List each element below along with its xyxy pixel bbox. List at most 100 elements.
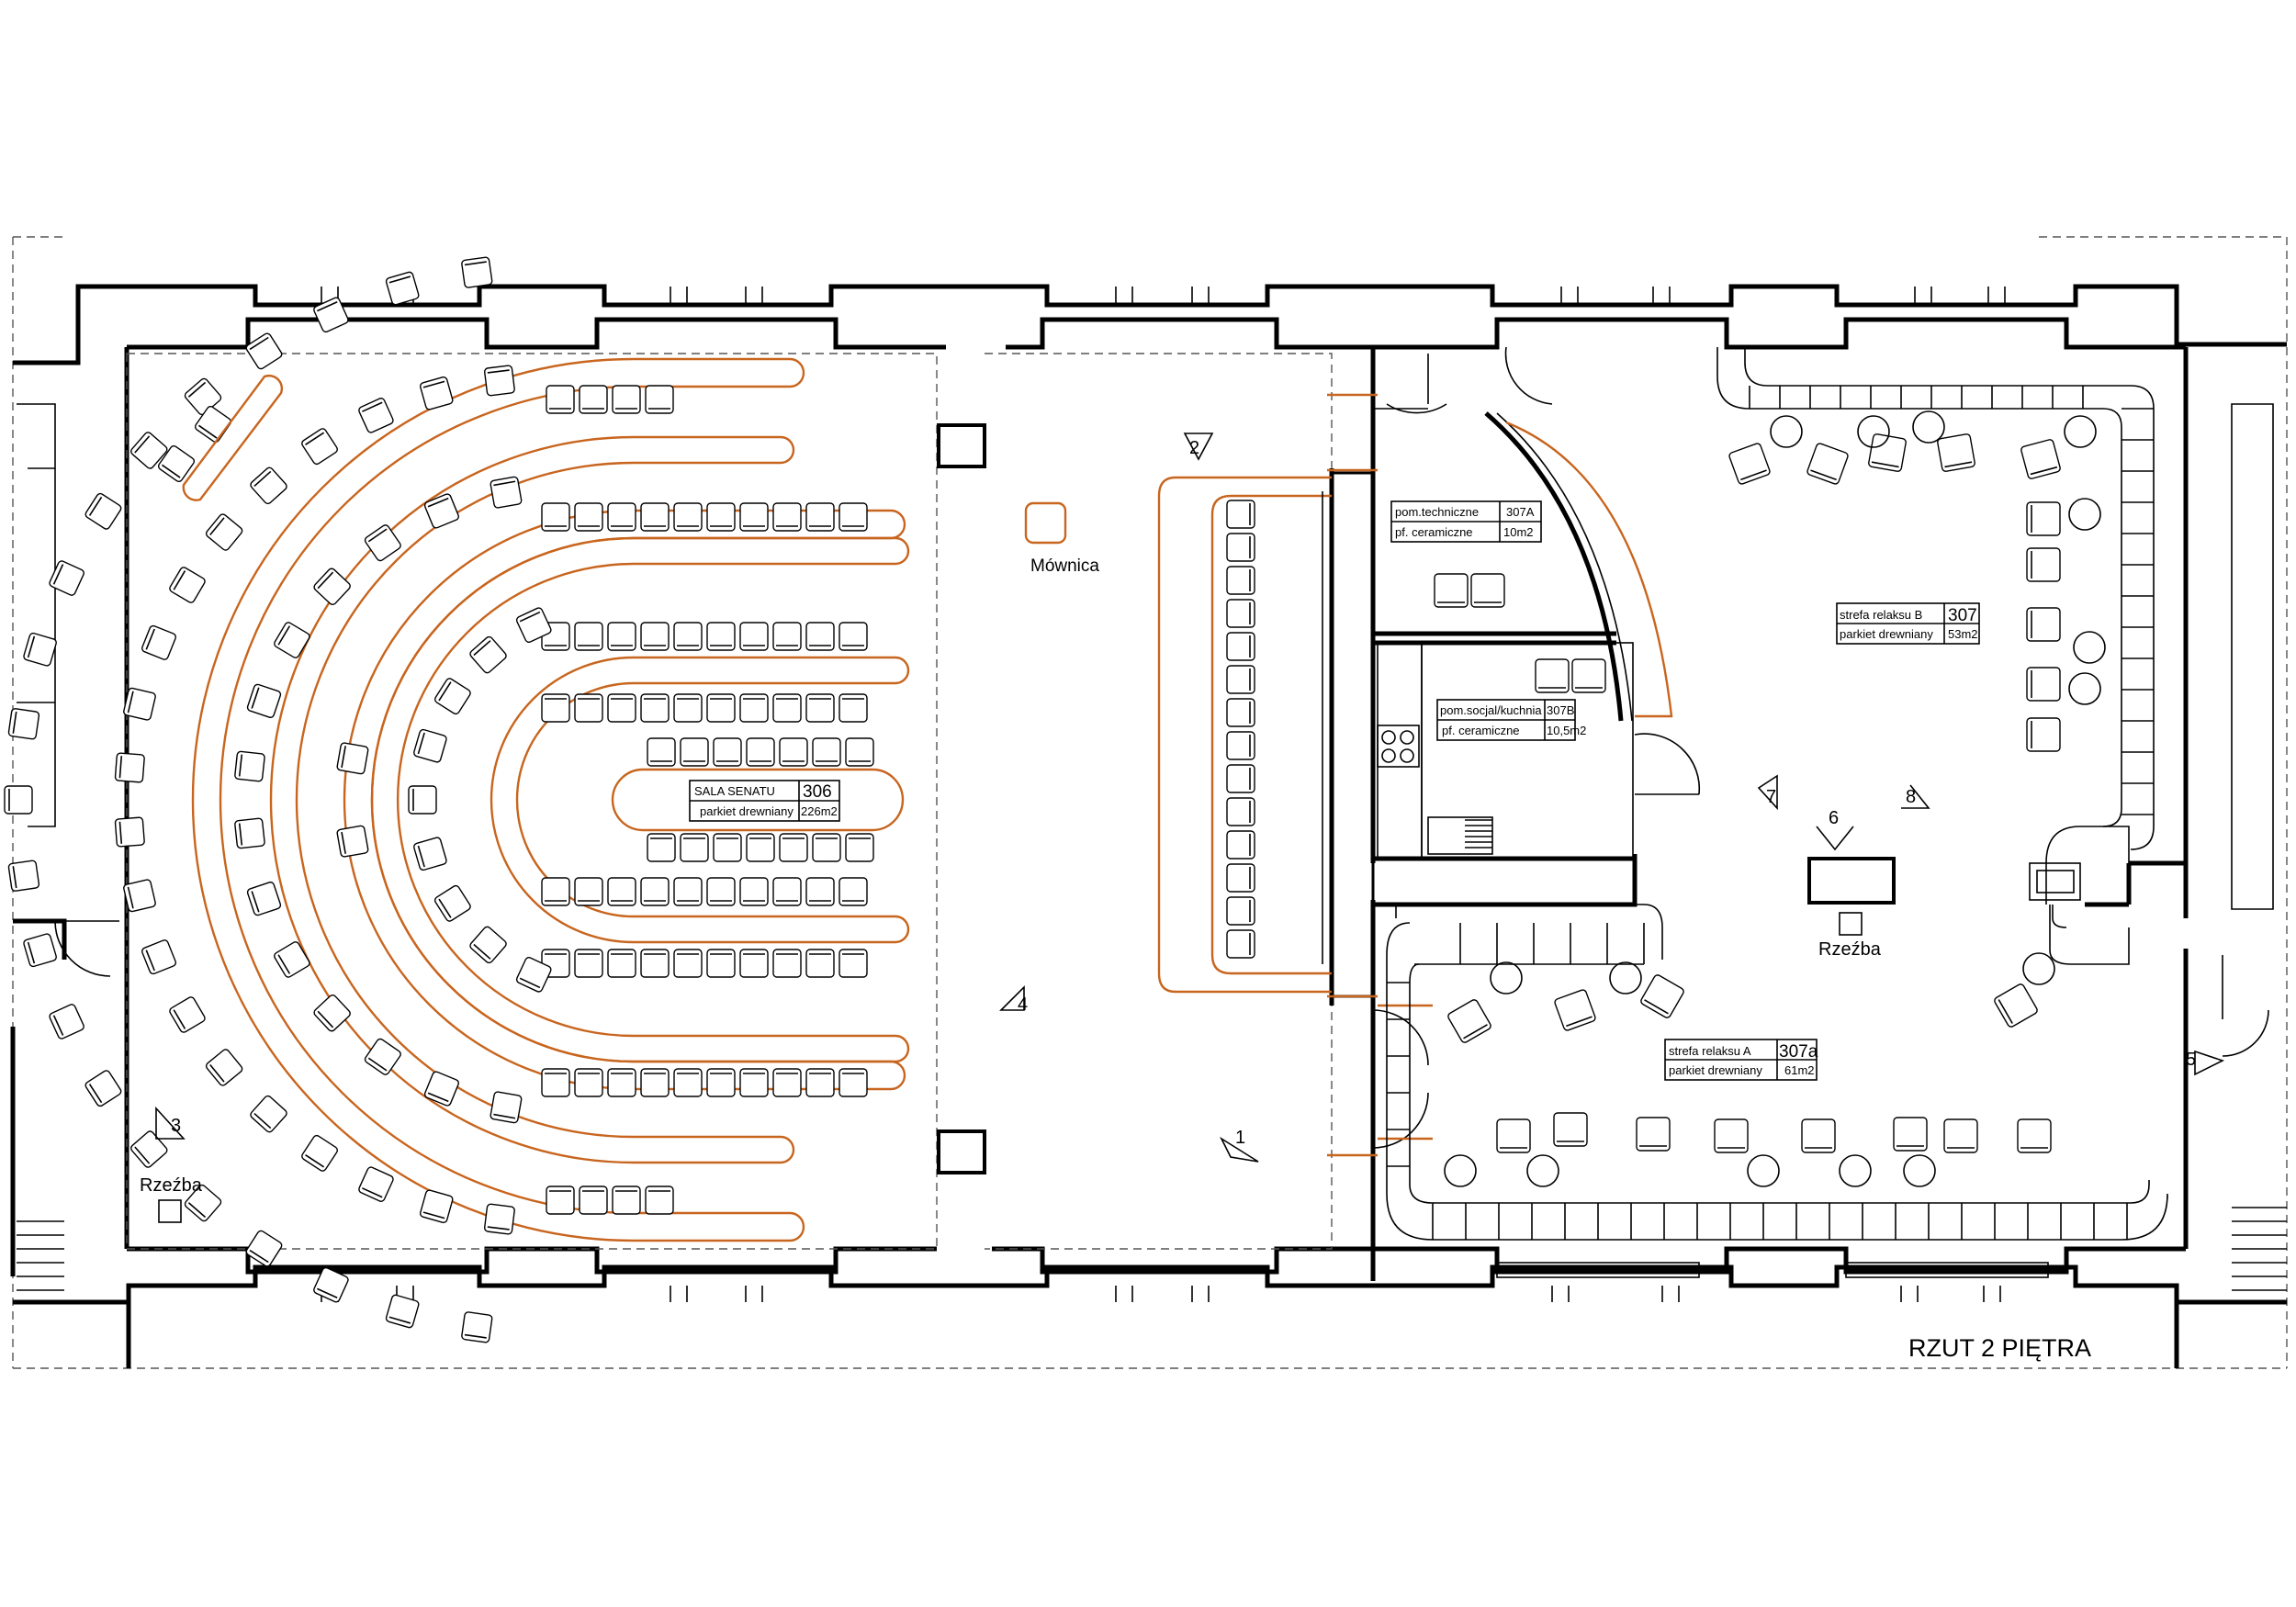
senate-seat: [640, 949, 670, 978]
senate-seat: [739, 622, 769, 651]
senate-seat: [419, 376, 454, 410]
presidium-seat: [1226, 731, 1255, 760]
senate-seat: [84, 1070, 122, 1107]
view-marker-7: 7: [1766, 787, 1776, 807]
senate-seat: [779, 833, 808, 862]
lounge-table: [1903, 1154, 1936, 1187]
lounge-chair: [1937, 433, 1975, 472]
site-boundary: [12, 236, 2288, 1369]
senate-seat: [301, 1134, 338, 1172]
lounge-table: [2073, 631, 2106, 664]
lounge-chair: [2026, 547, 2061, 582]
senate-seat: [490, 476, 523, 509]
senate-seat: [640, 877, 670, 906]
senate-seat: [838, 949, 868, 978]
senate-seat: [772, 693, 802, 723]
senate-seat: [313, 994, 351, 1032]
senate-seat: [313, 1266, 349, 1303]
senate-seat: [483, 365, 515, 397]
senate-seat: [680, 833, 709, 862]
senate-seat: [574, 877, 603, 906]
senate-seat: [779, 737, 808, 767]
senate-seat: [772, 877, 802, 906]
lounge-chair: [1554, 989, 1596, 1031]
presidium-seat: [1226, 665, 1255, 694]
lounge-table: [1444, 1154, 1477, 1187]
presidium-seat: [1226, 533, 1255, 562]
senate-seat: [358, 1166, 394, 1202]
senate-seat: [838, 693, 868, 723]
lounge-table: [1747, 1154, 1780, 1187]
senate-seat: [713, 737, 742, 767]
senate-seat: [469, 926, 507, 964]
lounge-chair: [2026, 667, 2061, 702]
senate-seat: [169, 567, 206, 603]
lounge-chair: [2026, 607, 2061, 642]
senate-seat: [130, 1130, 168, 1168]
columns: [937, 423, 986, 1174]
senate-seat: [645, 1186, 674, 1215]
room-307b-area: 10,5m2: [1547, 724, 1586, 737]
senate-seat: [184, 1184, 222, 1222]
senate-seat: [114, 752, 145, 783]
lounge-chair: [1553, 1112, 1588, 1147]
lounge-chair: [1434, 573, 1469, 608]
view-marker-6: 6: [1829, 808, 1839, 828]
senate-seat: [574, 1068, 603, 1097]
senate-seat: [612, 385, 641, 414]
senate-seat: [301, 428, 338, 466]
partition-walls: [1327, 346, 2186, 1281]
lounge-chair: [1636, 1117, 1671, 1152]
senate-seat: [706, 622, 736, 651]
senate-seat: [250, 466, 287, 505]
senate-seat: [245, 332, 283, 370]
room-307a-relax-area: 61m2: [1784, 1063, 1815, 1077]
lounge-sofa-segments: [1387, 386, 2154, 1240]
senate-seat: [541, 693, 570, 723]
senate-seat: [358, 398, 394, 433]
senate-seat: [515, 607, 552, 643]
senate-seat: [812, 737, 841, 767]
senate-seat: [336, 742, 369, 775]
left-stair: [17, 403, 119, 1291]
room-307a-relax-number: 307a: [1779, 1042, 1818, 1062]
senate-seat: [574, 949, 603, 978]
senate-seat: [838, 502, 868, 532]
lounge-chair: [1893, 1117, 1928, 1152]
senate-seat: [673, 502, 703, 532]
senate-seat: [141, 624, 177, 660]
lectern: Mównica: [1024, 501, 1099, 576]
senate-seat: [739, 502, 769, 532]
lounge-table: [1839, 1154, 1872, 1187]
senate-seat: [607, 502, 636, 532]
lounge-table: [1490, 961, 1523, 995]
senate-seat: [84, 492, 122, 530]
senate-seat: [313, 297, 349, 333]
senate-seat: [423, 1071, 459, 1107]
senate-seat: [640, 502, 670, 532]
senate-desk: [269, 435, 795, 1164]
plan-title: RZUT 2 PIĘTRA: [1908, 1334, 2091, 1362]
senate-seat: [579, 1186, 608, 1215]
senate-seats: [4, 256, 874, 1343]
senate-seat: [364, 524, 401, 562]
senate-seat: [574, 502, 603, 532]
senate-seat: [23, 632, 57, 667]
senate-desk: [490, 656, 910, 944]
lounge-table: [1609, 961, 1642, 995]
senate-seat: [385, 271, 420, 306]
lounge-chair: [1943, 1118, 1978, 1153]
senate-seat: [385, 1294, 420, 1329]
senate-seat: [838, 622, 868, 651]
senate-desk: [370, 536, 910, 1063]
senate-seat: [706, 877, 736, 906]
senate-seat: [838, 877, 868, 906]
lounge-chair: [2020, 439, 2061, 479]
lounge-sofas: [1373, 347, 2168, 1241]
senate-seat: [169, 996, 206, 1033]
senate-seat: [706, 949, 736, 978]
room-307-number: 307: [1948, 606, 1977, 625]
view-marker-2: 2: [1189, 438, 1199, 458]
senate-seat: [313, 568, 351, 606]
senate-seat: [645, 385, 674, 414]
